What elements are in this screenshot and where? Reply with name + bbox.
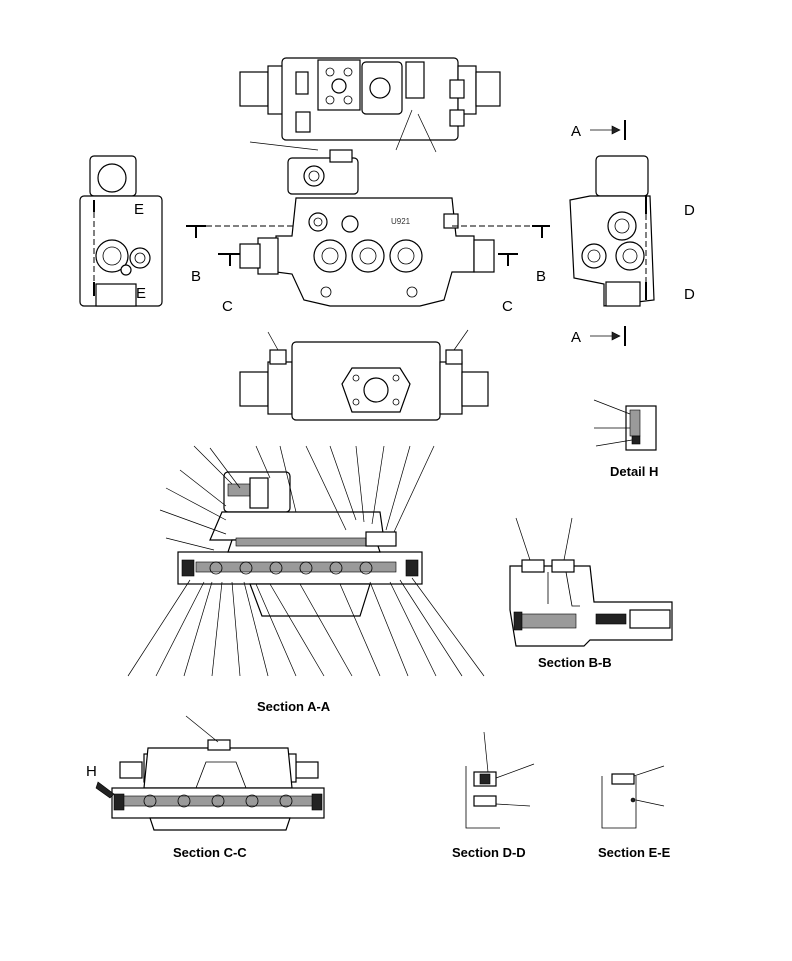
- detail-h-callout: H: [86, 763, 97, 780]
- cut-markers-a: [590, 120, 626, 346]
- cut-lines-b-c: [186, 225, 550, 266]
- section-aa-leaders: [127, 445, 485, 677]
- section-ee-drawing: [601, 765, 665, 829]
- cut-label-d-bottom: D: [684, 286, 695, 303]
- section-dd-caption: Section D-D: [452, 845, 526, 860]
- right-side-view: [569, 155, 655, 307]
- section-bb-drawing: [509, 517, 673, 647]
- cut-label-b-right: B: [536, 268, 546, 285]
- top-view: [239, 57, 501, 153]
- body-marking: U921: [391, 217, 411, 226]
- cut-label-c-right: C: [502, 298, 513, 315]
- section-ee-caption: Section E-E: [598, 845, 671, 860]
- cut-label-e-top: E: [134, 201, 144, 218]
- section-cc-caption: Section C-C: [173, 845, 247, 860]
- section-bb-caption: Section B-B: [538, 655, 612, 670]
- cut-label-a-bottom: A: [571, 329, 581, 346]
- cut-label-d-top: D: [684, 202, 695, 219]
- section-cc-drawing: [95, 715, 325, 831]
- detail-h-caption: Detail H: [610, 464, 658, 479]
- front-view: U921: [239, 149, 495, 307]
- cut-label-a-top: A: [571, 123, 581, 140]
- left-side-view: [79, 155, 163, 307]
- section-aa-drawing: [127, 445, 485, 677]
- bottom-view: [239, 329, 489, 421]
- cut-label-c-left: C: [222, 298, 233, 315]
- cut-label-b-left: B: [191, 268, 201, 285]
- section-aa-caption: Section A-A: [257, 699, 331, 714]
- detail-h-drawing: [593, 399, 657, 451]
- cut-label-e-bottom: E: [136, 285, 146, 302]
- section-dd-drawing: [465, 731, 535, 829]
